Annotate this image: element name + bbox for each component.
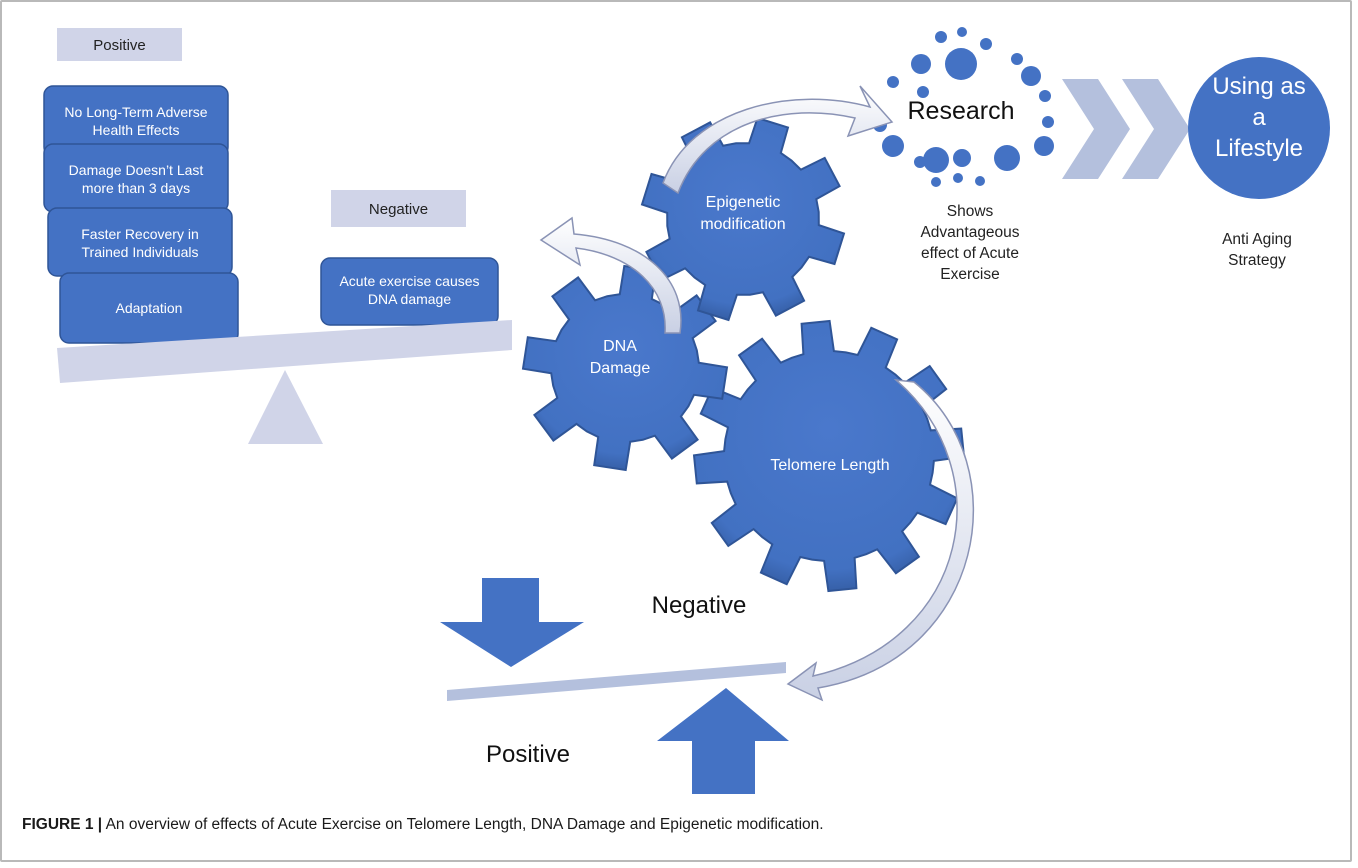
research-dot: [923, 147, 949, 173]
chevron-2-icon: [1122, 79, 1190, 179]
up-arrow-icon: [657, 688, 789, 794]
positive-item-1-line-2: Health Effects: [93, 122, 180, 138]
lower-negative-label: Negative: [652, 592, 747, 619]
research-dot: [882, 135, 904, 157]
research-dot-ring: [873, 27, 1054, 187]
positive-item-3: Faster Recovery in Trained Individuals: [47, 207, 233, 277]
research-dot: [1039, 90, 1051, 102]
research-caption-line-3: effect of Acute: [921, 245, 1019, 262]
positive-item-2-line-1: Damage Doesn’t Last: [69, 162, 204, 178]
lower-positive-label: Positive: [486, 741, 570, 768]
figure-caption: FIGURE 1 | An overview of effects of Acu…: [22, 816, 1322, 834]
research-dot: [887, 76, 899, 88]
lifestyle-line-2: a: [1252, 104, 1266, 131]
lifestyle-circle: Using as a Lifestyle: [1188, 57, 1330, 199]
positive-item-2: Damage Doesn’t Last more than 3 days: [43, 143, 229, 213]
research-dot: [957, 27, 967, 37]
scale-fulcrum: [248, 370, 323, 444]
research-dot: [1011, 53, 1023, 65]
arrow-epigenetic-to-research: [662, 85, 894, 195]
figure-caption-prefix: FIGURE 1 |: [22, 816, 103, 833]
positive-header-text: Positive: [93, 37, 146, 54]
arrow-telomere-to-balance: [786, 378, 975, 702]
positive-item-3-line-2: Trained Individuals: [82, 244, 199, 260]
research-caption-line-1: Shows: [947, 203, 994, 220]
positive-item-4: Adaptation: [59, 272, 239, 344]
research-dot: [931, 177, 941, 187]
negative-item-line-1: Acute exercise causes: [339, 273, 479, 289]
positive-item-4-line-1: Adaptation: [116, 300, 183, 316]
positive-item-2-line-2: more than 3 days: [82, 180, 190, 196]
gear-epigenetic-label-line-2: modification: [700, 216, 785, 233]
figure-caption-text: An overview of effects of Acute Exercise…: [102, 816, 824, 833]
research-dot: [994, 145, 1020, 171]
balance-scale: Positive No Long-Term Adverse Health Eff…: [43, 28, 512, 444]
chevron-1-icon: [1062, 79, 1130, 179]
gear-epigenetic: Epigenetic modification: [640, 116, 846, 322]
research-dot: [1042, 116, 1054, 128]
research-dot: [935, 31, 947, 43]
lifestyle-caption: Anti Aging Strategy: [1222, 231, 1292, 269]
research-dot: [917, 86, 929, 98]
research-caption: Shows Advantageous effect of Acute Exerc…: [920, 203, 1019, 283]
positive-header: [57, 28, 182, 61]
research-dot: [975, 176, 985, 186]
research-dot: [953, 149, 971, 167]
positive-item-3-line-1: Faster Recovery in: [81, 226, 198, 242]
gear-telomere-label: Telomere Length: [770, 457, 889, 474]
research-dot: [914, 156, 926, 168]
lower-balance: Negative Positive: [440, 578, 789, 794]
gear-dna: DNA Damage: [521, 264, 729, 472]
negative-header: [331, 190, 466, 227]
negative-item-line-2: DNA damage: [368, 291, 451, 307]
gear-telomere: Telomere Length: [692, 319, 966, 593]
lifestyle-caption-line-2: Strategy: [1228, 252, 1286, 269]
balance-bar: [447, 662, 786, 701]
research-dot: [953, 173, 963, 183]
research-dot: [980, 38, 992, 50]
lifestyle-caption-line-1: Anti Aging: [1222, 231, 1292, 248]
research-label: Research: [908, 97, 1015, 125]
arrow-dna-to-left: [539, 216, 682, 334]
research-dot: [945, 48, 977, 80]
down-arrow-icon: [440, 578, 584, 667]
negative-item: Acute exercise causes DNA damage: [320, 257, 499, 326]
research-caption-line-4: Exercise: [940, 266, 999, 283]
negative-header-text: Negative: [369, 201, 428, 218]
lifestyle-line-1: Using as: [1212, 73, 1305, 100]
research-dot: [911, 54, 931, 74]
research-dot: [1034, 136, 1054, 156]
gear-epigenetic-label-line-1: Epigenetic: [706, 194, 781, 211]
lifestyle-line-3: Lifestyle: [1215, 135, 1303, 162]
chevron-arrows: [1062, 79, 1190, 179]
scale-beam: [57, 320, 512, 383]
gear-dna-label-line-2: Damage: [590, 360, 651, 377]
gear-dna-label-line-1: DNA: [603, 338, 637, 355]
research-caption-line-2: Advantageous: [920, 224, 1019, 241]
research-dot: [1021, 66, 1041, 86]
positive-item-1-line-1: No Long-Term Adverse: [64, 104, 207, 120]
